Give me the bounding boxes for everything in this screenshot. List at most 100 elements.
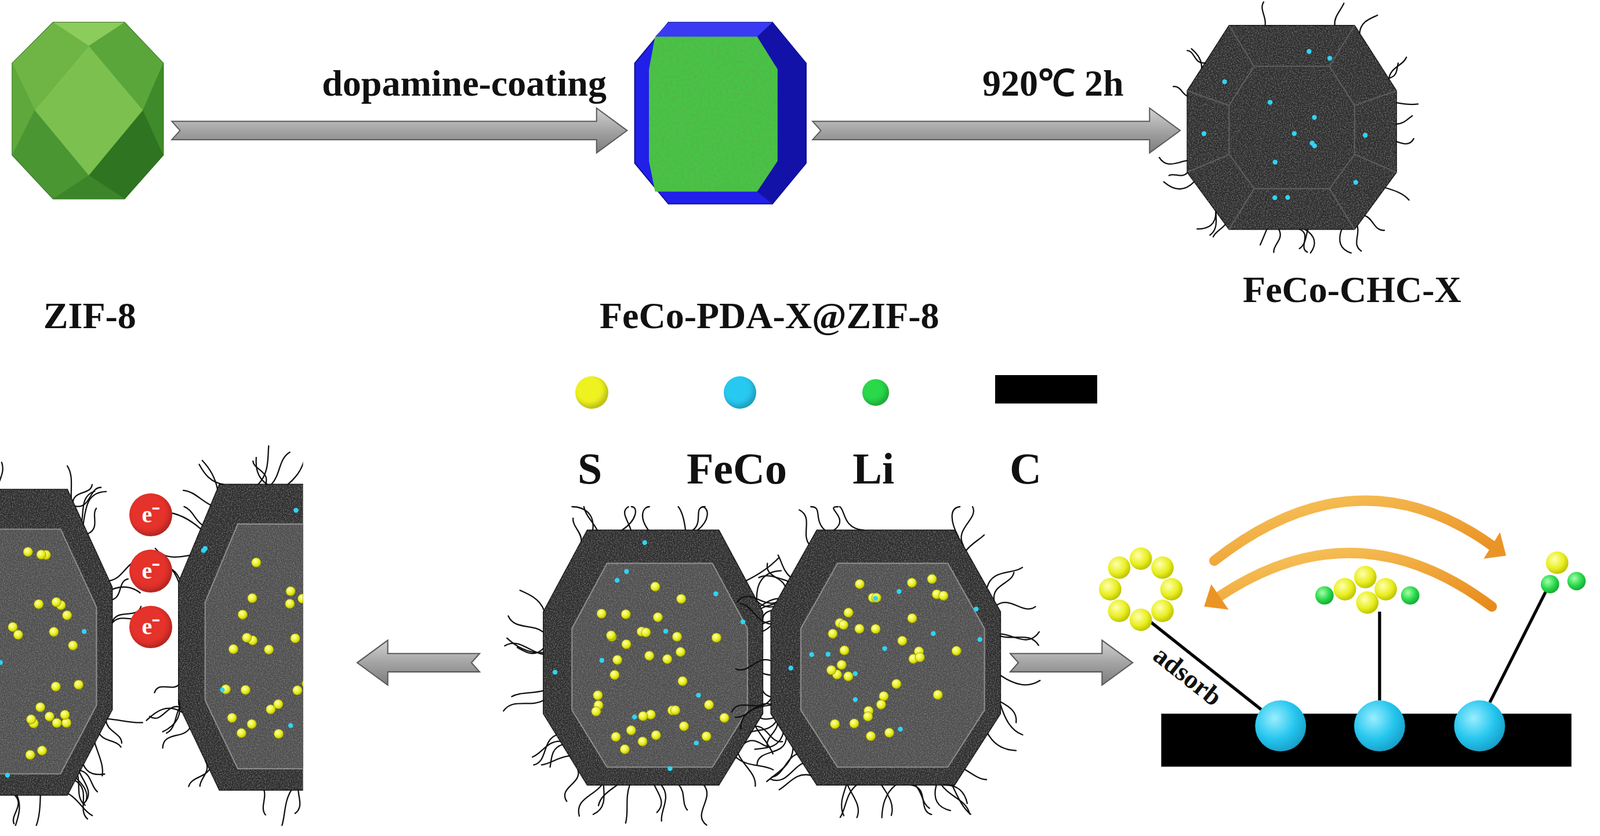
sulfur-particle — [44, 712, 54, 722]
stage-figure: FeCo-PDA-X@ZIF-8 — [630, 18, 809, 208]
feco-nanoparticle — [973, 606, 979, 612]
facet-edge — [1329, 188, 1355, 230]
carbon-nanotube — [996, 602, 1036, 609]
sulfur-atom — [1151, 599, 1174, 623]
facet-edge — [1228, 66, 1355, 189]
legend-swatch — [862, 379, 890, 406]
sulfur-particle — [652, 612, 663, 623]
carbon-nanotube — [839, 506, 864, 531]
porous-texture — [770, 530, 1001, 786]
porous-texture — [178, 484, 304, 791]
sulfur-particle — [251, 557, 261, 568]
feco-nanoparticle — [713, 591, 718, 597]
carbon-nanotube — [1273, 229, 1280, 253]
edge-label: 920℃ 2h — [982, 62, 1124, 105]
carbon-nanotube — [258, 445, 269, 485]
bond-line — [1489, 589, 1548, 703]
feco-nanoparticle — [552, 669, 558, 675]
carbon-nanotube — [288, 453, 304, 485]
carbon-nanotube — [960, 506, 974, 546]
feco-nanoparticle — [882, 646, 887, 651]
feco-nanoparticle — [219, 687, 225, 693]
sulfur-particle — [711, 633, 721, 643]
carbon-nanotube — [1334, 3, 1344, 26]
feco-nanoparticle — [896, 589, 902, 594]
sulfur-particle — [675, 647, 685, 657]
electron-circle: e⁻ — [129, 493, 173, 537]
sulfur-particle — [884, 728, 894, 738]
feco-site — [1453, 700, 1505, 752]
annotation-label: adsorb — [1148, 641, 1228, 711]
feco-nanoparticle — [1327, 55, 1333, 61]
carbon-nanotube — [183, 490, 211, 506]
carbon-nanotube — [1169, 172, 1188, 176]
facet-edge — [1354, 154, 1397, 173]
feco-nanoparticle — [5, 773, 10, 778]
carbon-nanotube — [941, 785, 970, 814]
carbon-nanotube — [508, 616, 544, 633]
sulfur-particle — [933, 690, 943, 700]
stage-caption: ZIF-8 — [43, 294, 137, 338]
carbon-nanotube — [1384, 187, 1409, 201]
sulfur-particle — [891, 679, 902, 689]
carbon-nanotube — [1388, 57, 1407, 80]
sulfur-particle — [704, 700, 714, 710]
sulfur-particle — [596, 608, 607, 619]
edge-label: dopamine-coating — [321, 62, 607, 105]
carbon-nanotube — [564, 770, 579, 803]
carbon-nanotube — [532, 741, 561, 758]
facet-edge — [1187, 154, 1229, 173]
sulfur-particle — [927, 574, 937, 584]
sulfur-particle — [62, 610, 72, 620]
carbon-nanotube — [738, 753, 756, 787]
facet-edge — [1354, 91, 1397, 106]
carbon-nanotube — [162, 728, 190, 749]
carbon-nanotube — [767, 563, 786, 587]
feco-nanoparticle — [1267, 99, 1273, 105]
sulfur-particle — [638, 711, 648, 721]
carbon-nanotube — [271, 452, 290, 485]
sulfur-particle — [843, 672, 854, 682]
carbon-nanotube — [966, 535, 985, 551]
zif8-crystal — [12, 22, 163, 199]
sulfur-particle — [836, 660, 847, 670]
feco-nanoparticle — [667, 766, 673, 772]
carbon-nanotube — [737, 596, 776, 604]
feco-nanoparticle — [1201, 131, 1207, 136]
carbon-nanotube — [94, 742, 103, 776]
carbon-nanotube — [987, 567, 1023, 589]
carbon-nanotube — [281, 790, 292, 827]
carbon-nanotube — [188, 769, 210, 787]
carbon-nanotube — [503, 700, 544, 711]
electron-label: e⁻ — [142, 615, 161, 639]
sulfur-particle — [285, 599, 295, 609]
legend-label: Li — [852, 443, 895, 495]
carbon-nanotube — [0, 462, 3, 490]
carbon-nanotube — [1396, 115, 1413, 125]
coated-crystal — [634, 22, 807, 205]
sulfur-particle — [670, 705, 680, 716]
sulfur-particle — [34, 599, 44, 609]
crystal-face — [52, 175, 125, 199]
feco-nanoparticle — [632, 715, 637, 720]
carbon-nanotube — [13, 795, 19, 825]
feco-nanoparticle — [0, 659, 3, 665]
carbon-nanotube — [1187, 50, 1206, 63]
sulfur-particle — [290, 633, 300, 644]
carbon-nanotube — [833, 506, 840, 531]
sulfur-particle — [25, 750, 35, 760]
carbon-nanotube — [654, 785, 662, 813]
feco-nanoparticle — [641, 540, 647, 546]
carbon-nanotube — [964, 769, 987, 780]
stage-figure: FeCo-CHC-X — [1183, 20, 1400, 235]
carbon-nanotube — [749, 722, 776, 733]
sulfur-particle — [273, 729, 284, 739]
sulfur-particle — [650, 582, 660, 592]
carbon-nanotube — [731, 698, 772, 713]
sulfur-particle — [843, 608, 854, 618]
sulfur-particle — [247, 593, 257, 604]
carbon-particle — [0, 456, 145, 826]
carbon-particle — [731, 506, 1041, 818]
sulfur-particle — [838, 620, 848, 630]
legend-swatch — [723, 376, 757, 409]
